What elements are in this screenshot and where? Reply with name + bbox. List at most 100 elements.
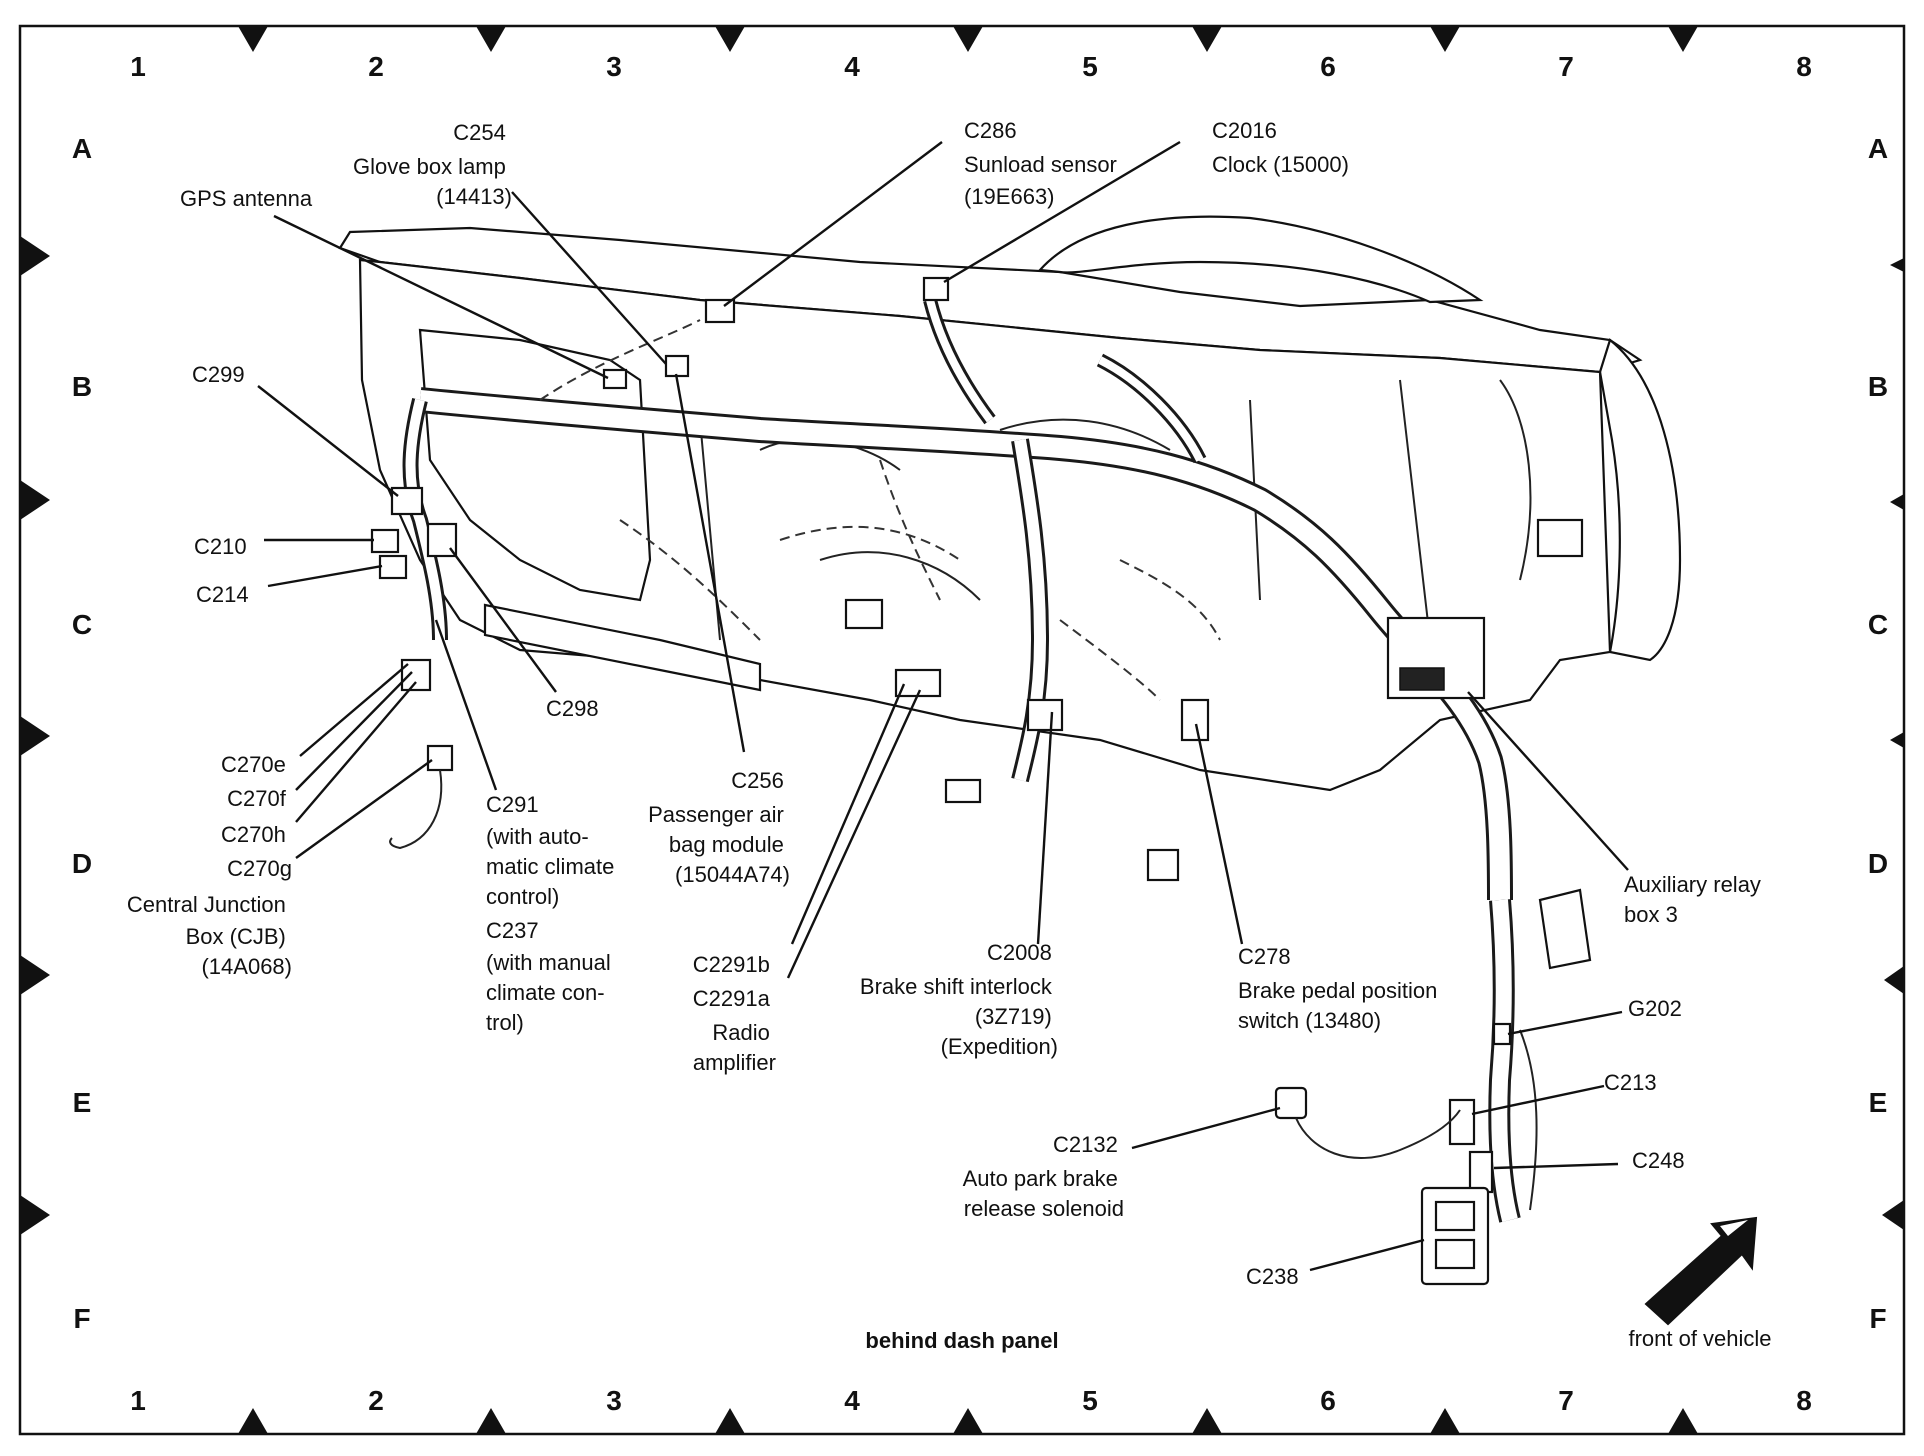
leader-c270g xyxy=(295,759,433,859)
row-right-A: A xyxy=(1868,133,1888,164)
leader-c286 xyxy=(723,141,943,307)
connector-c286 xyxy=(704,298,736,324)
label-c2132: C2132 Auto park brake release solenoid xyxy=(963,1132,1124,1221)
row-right-B: B xyxy=(1868,371,1888,402)
hidden-harness-routes xyxy=(539,319,1221,701)
leader-c298 xyxy=(449,547,557,693)
row-left-A: A xyxy=(72,133,92,164)
label-front-of-vehicle: front of vehicle xyxy=(1628,1326,1771,1351)
label-c248: C248 xyxy=(1632,1148,1685,1173)
label-c270: C270e C270f C270h C270g xyxy=(221,752,292,881)
leader-gps xyxy=(273,214,609,380)
row-right-D: D xyxy=(1868,848,1888,879)
col-bottom-2: 2 xyxy=(368,1385,384,1416)
label-c2008: C2008 Brake shift interlock (3Z719) (Exp… xyxy=(860,940,1058,1059)
row-left-C: C xyxy=(72,609,92,640)
connector-c214 xyxy=(378,554,408,580)
label-auxiliary-relay-box: Auxiliary relay box 3 xyxy=(1624,872,1767,927)
connector-c278 xyxy=(1180,698,1210,742)
harness-drop-side xyxy=(1519,1029,1538,1211)
leader-aux xyxy=(1467,691,1629,871)
leader-c270h xyxy=(295,681,417,823)
connector-under-dash xyxy=(1146,848,1180,882)
leader-lines xyxy=(257,140,1629,1272)
label-caption: behind dash panel xyxy=(865,1328,1058,1353)
relay-box-detail xyxy=(1399,667,1445,691)
label-c213: C213 xyxy=(1604,1070,1657,1095)
row-left-B: B xyxy=(72,371,92,402)
col-top-7: 7 xyxy=(1558,51,1574,82)
row-right-F: F xyxy=(1869,1303,1886,1334)
label-c254: C254 Glove box lamp (14413) xyxy=(353,120,512,209)
row-left-F: F xyxy=(73,1303,90,1334)
col-top-3: 3 xyxy=(606,51,622,82)
lower-vent-strip xyxy=(483,603,762,692)
label-c286: C286 Sunload sensor (19E663) xyxy=(964,118,1123,209)
col-top-4: 4 xyxy=(844,51,860,82)
row-right-C: C xyxy=(1868,609,1888,640)
grid-row-labels: A B C D E F A B C D E F xyxy=(72,133,1888,1334)
dash-cluster-hood xyxy=(1037,215,1484,304)
grid-column-labels: 1 2 3 4 5 6 7 8 1 2 3 4 5 6 7 8 xyxy=(130,51,1812,1416)
label-c2291: C2291b C2291a Radio amplifier xyxy=(693,952,776,1075)
leader-g202 xyxy=(1507,1010,1623,1036)
label-c210: C210 xyxy=(194,534,247,559)
front-arrow-icon xyxy=(1644,1216,1758,1326)
connector-c254 xyxy=(664,354,690,378)
col-bottom-5: 5 xyxy=(1082,1385,1098,1416)
connector-c238-inner-top xyxy=(1434,1200,1476,1232)
row-left-E: E xyxy=(73,1087,92,1118)
col-bottom-7: 7 xyxy=(1558,1385,1574,1416)
connector-gps xyxy=(602,368,628,390)
leader-c256 xyxy=(674,373,746,753)
connector-c270g xyxy=(426,744,454,772)
module-right-connector xyxy=(1536,518,1584,558)
col-bottom-6: 6 xyxy=(1320,1385,1336,1416)
col-top-2: 2 xyxy=(368,51,384,82)
c270g-pigtail xyxy=(389,769,443,850)
leader-c2132 xyxy=(1131,1106,1281,1150)
grid-markers xyxy=(20,26,1904,1434)
label-c278: C278 Brake pedal position switch (13480) xyxy=(1238,944,1443,1033)
label-c299: C299 xyxy=(192,362,245,387)
leader-c291 xyxy=(434,619,498,791)
leader-c299 xyxy=(257,385,399,497)
label-c214: C214 xyxy=(196,582,249,607)
dash-panel-illustration xyxy=(338,215,1682,1286)
leader-c2291b xyxy=(790,683,906,945)
label-c298: C298 xyxy=(546,696,599,721)
label-c256: C256 Passenger air bag module (15044A74) xyxy=(648,768,790,887)
col-bottom-8: 8 xyxy=(1796,1385,1812,1416)
label-c2016: C2016 Clock (15000) xyxy=(1212,118,1349,177)
connector-c248 xyxy=(1468,1150,1494,1194)
harness-branch-upper-core xyxy=(926,299,1204,462)
connector-g202 xyxy=(1492,1022,1512,1046)
col-bottom-3: 3 xyxy=(606,1385,622,1416)
row-left-D: D xyxy=(72,848,92,879)
connector-c299 xyxy=(390,486,424,516)
label-cjb: Central Junction Box (CJB) (14A068) xyxy=(127,892,292,979)
leader-c238 xyxy=(1309,1238,1425,1272)
connector-lower-center xyxy=(944,778,982,804)
col-bottom-4: 4 xyxy=(844,1385,860,1416)
leader-c2016 xyxy=(943,140,1181,284)
leader-c2291a xyxy=(786,689,922,979)
dash-end-cap xyxy=(1598,338,1682,662)
connector-c256 xyxy=(844,598,884,630)
connector-c210 xyxy=(370,528,400,554)
col-top-1: 1 xyxy=(130,51,146,82)
col-bottom-1: 1 xyxy=(130,1385,146,1416)
col-top-6: 6 xyxy=(1320,51,1336,82)
leader-c213 xyxy=(1471,1084,1605,1116)
connector-c2008 xyxy=(1026,698,1064,732)
callout-labels: C254 Glove box lamp (14413) GPS antenna … xyxy=(127,118,1772,1353)
leader-c214 xyxy=(267,564,383,588)
connector-c2016 xyxy=(922,276,950,302)
harness-drop-right-core xyxy=(1491,899,1518,1222)
label-g202: G202 xyxy=(1628,996,1682,1021)
leader-c270e xyxy=(299,663,409,757)
diagram-frame xyxy=(18,24,1906,1436)
harness-branch-center-core xyxy=(1014,439,1047,782)
label-gps-antenna: GPS antenna xyxy=(180,186,313,211)
